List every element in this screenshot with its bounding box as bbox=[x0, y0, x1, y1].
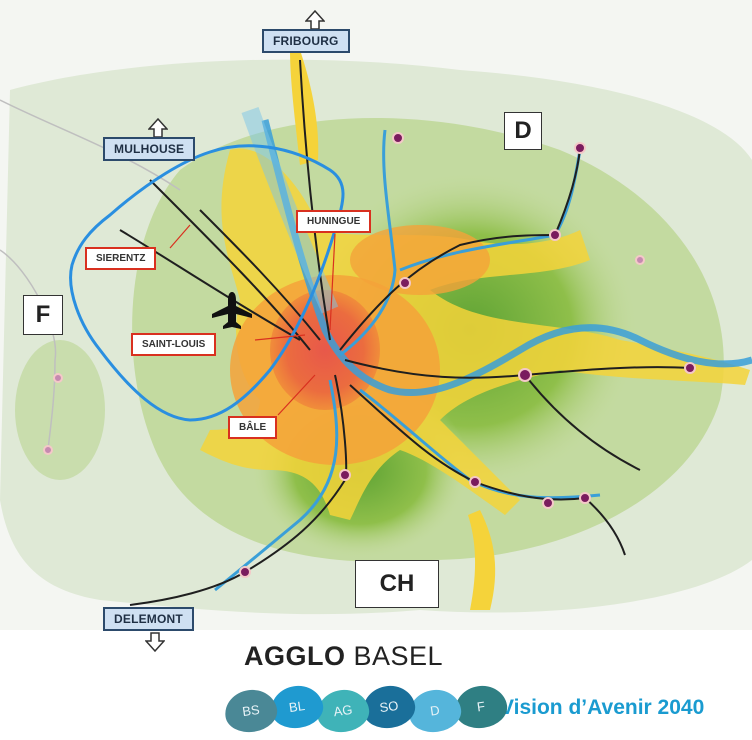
sierentz-leader bbox=[169, 224, 191, 249]
urban-ring-ne bbox=[350, 225, 490, 295]
arrow-up-icon bbox=[148, 118, 168, 138]
airplane-icon bbox=[212, 292, 252, 329]
saint-louis-leader bbox=[254, 334, 306, 341]
country-germany: D bbox=[504, 112, 542, 150]
city-bale: BÂLE bbox=[228, 416, 278, 439]
country-switzerland: CH bbox=[355, 560, 439, 608]
canton-pill-d: D bbox=[406, 686, 464, 736]
urban-core bbox=[270, 290, 380, 410]
station-nodes bbox=[43, 132, 696, 578]
wiese-river bbox=[339, 129, 397, 357]
tagline: Vision d’Avenir 2040 bbox=[500, 696, 705, 719]
brand-regular: BASEL bbox=[353, 641, 444, 671]
arrow-up-icon bbox=[305, 10, 325, 30]
rhine-north-channel bbox=[241, 106, 339, 314]
canton-pill-bs: BS bbox=[222, 686, 280, 736]
canton-pill-ag: AG bbox=[314, 686, 372, 736]
canton-pill-f: F bbox=[452, 682, 510, 732]
city-sierentz: SIERENTZ bbox=[85, 247, 157, 270]
country-france: F bbox=[23, 295, 63, 335]
city-huningue: HUNINGUE bbox=[296, 210, 372, 233]
agglomeration-map bbox=[0, 0, 752, 630]
forest-west bbox=[15, 340, 105, 480]
huningue-leader bbox=[329, 233, 336, 331]
direction-delemont: DELEMONT bbox=[103, 607, 194, 631]
bale-leader bbox=[277, 374, 316, 416]
french-sector-outline bbox=[69, 144, 345, 422]
suburban-north bbox=[290, 50, 319, 165]
brand-logotype: AGGLO BASEL bbox=[244, 641, 443, 672]
canton-pill-bl: BL bbox=[268, 682, 326, 732]
direction-mulhouse: MULHOUSE bbox=[103, 137, 196, 161]
city-saint-louis: SAINT-LOUIS bbox=[131, 333, 217, 356]
brand-bold: AGGLO bbox=[244, 641, 346, 671]
suburban-south bbox=[468, 510, 496, 610]
canton-pill-so: SO bbox=[360, 682, 418, 732]
direction-fribourg: FRIBOURG bbox=[262, 29, 350, 53]
arrow-down-icon bbox=[145, 632, 165, 652]
